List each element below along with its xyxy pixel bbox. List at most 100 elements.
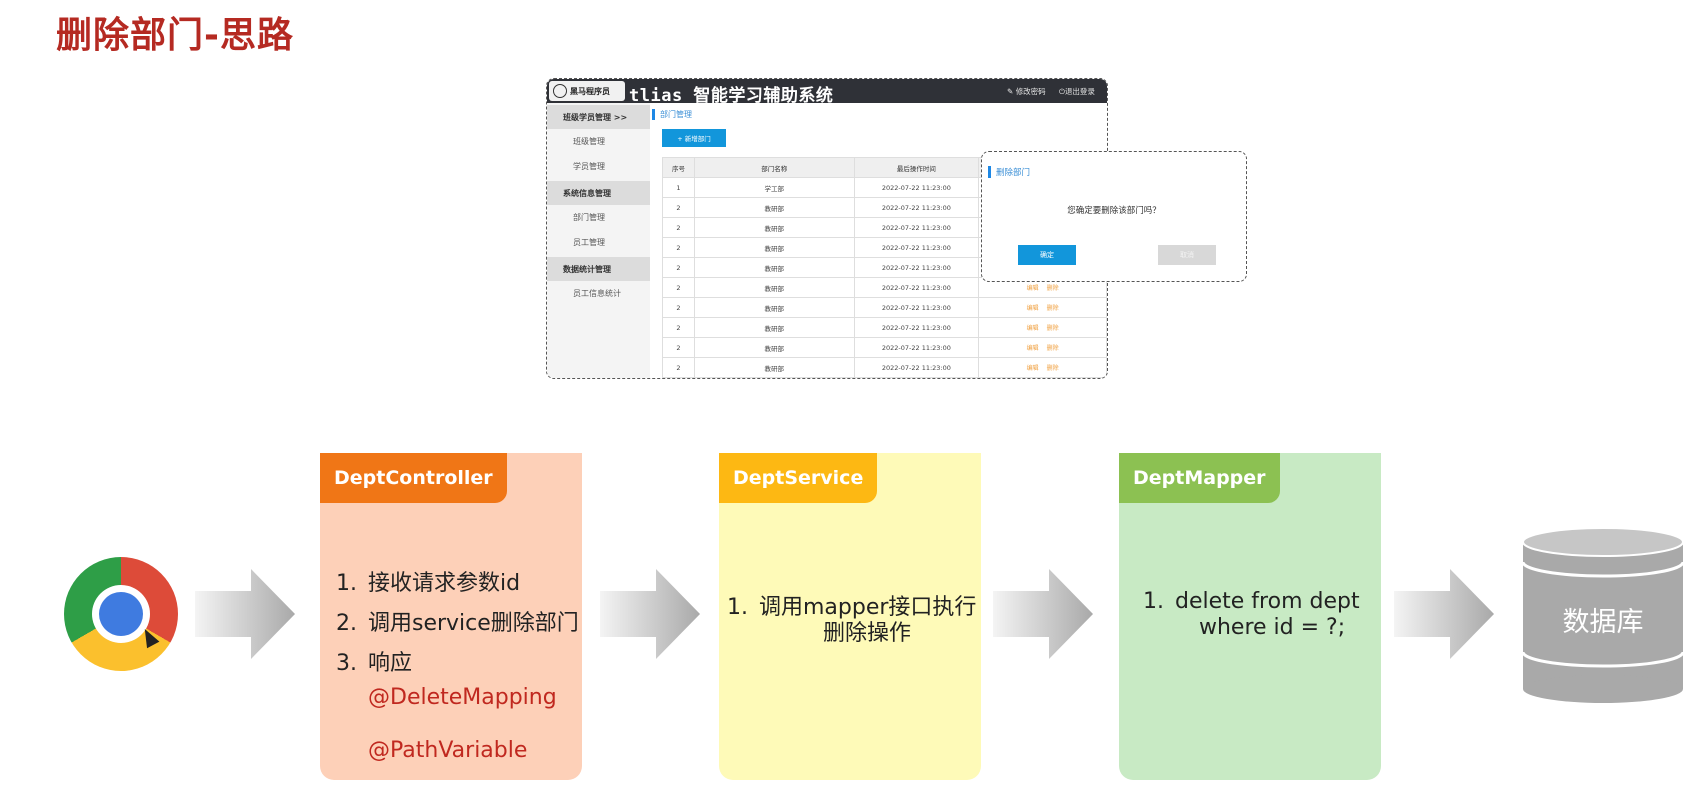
step-number: 1. xyxy=(727,595,748,620)
horse-logo-icon xyxy=(553,84,567,98)
delete-link[interactable]: 删除 xyxy=(1046,285,1059,292)
mapper-step-1-cont: where id = ?; xyxy=(1199,615,1346,640)
sidebar-group[interactable]: 数据统计管理 xyxy=(547,257,650,281)
logout-link[interactable]: ⏻退出登录 xyxy=(1059,86,1095,97)
table-cell: 2022-07-22 11:23:00 xyxy=(853,217,980,238)
row-actions: 编辑删除 xyxy=(978,297,1107,318)
controller-step-2: 2. 调用service删除部门 xyxy=(336,605,579,637)
table-cell: 教研部 xyxy=(693,217,855,238)
sidebar-group[interactable]: 系统信息管理 xyxy=(547,181,650,205)
edit-link[interactable]: 编辑 xyxy=(1026,305,1039,312)
arrow-right-icon xyxy=(195,569,295,659)
sidebar-item[interactable]: 学员管理 xyxy=(573,162,605,171)
page-title: 删除部门-思路 xyxy=(56,15,294,56)
edit-link[interactable]: 编辑 xyxy=(1026,365,1039,372)
step-number: 2. xyxy=(336,611,357,636)
sidebar-item[interactable]: 部门管理 xyxy=(573,213,605,222)
confirm-button[interactable]: 确定 xyxy=(1018,245,1076,265)
controller-card: DeptController 1. 接收请求参数id 2. 调用service删除部… xyxy=(320,453,582,780)
mapper-tab: DeptMapper xyxy=(1119,453,1280,503)
table-cell: 2022-07-22 11:23:00 xyxy=(853,317,980,338)
logout-label: 退出登录 xyxy=(1064,87,1095,96)
table-cell: 2022-07-22 11:23:00 xyxy=(853,297,980,318)
col-header-name: 部门名称 xyxy=(693,157,855,178)
row-actions: 编辑删除 xyxy=(978,337,1107,358)
step-text: 调用mapper接口执行 xyxy=(759,595,977,620)
table-cell: 教研部 xyxy=(693,197,855,218)
app-screenshot: 黑马程序员 tlias 智能学习辅助系统 ✎ 修改密码 ⏻退出登录 班级学员管理… xyxy=(546,78,1108,379)
sidebar-item[interactable]: 员工管理 xyxy=(573,238,605,247)
sidebar-item[interactable]: 员工信息统计 xyxy=(573,289,621,298)
table-cell: 2 xyxy=(662,357,695,378)
table-cell: 1 xyxy=(662,177,695,198)
table-cell: 学工部 xyxy=(693,177,855,198)
table-cell: 教研部 xyxy=(693,257,855,278)
database-label: 数据库 xyxy=(1562,607,1644,638)
step-text: 响应 xyxy=(368,651,413,676)
database-icon xyxy=(1523,528,1683,703)
dialog-title: 删除部门 xyxy=(988,166,1030,178)
table-cell: 2022-07-22 11:23:00 xyxy=(853,197,980,218)
col-header-index: 序号 xyxy=(662,157,695,178)
delete-dialog: 删除部门 您确定要删除该部门吗？ 确定 取消 xyxy=(981,151,1247,282)
dialog-message: 您确定要删除该部门吗？ xyxy=(1067,206,1161,216)
breadcrumb: 部门管理 xyxy=(652,109,692,120)
step-text: 调用service删除部门 xyxy=(368,611,579,636)
edit-link[interactable]: 编辑 xyxy=(1026,345,1039,352)
controller-step-1: 1. 接收请求参数id xyxy=(336,565,520,597)
delete-link[interactable]: 删除 xyxy=(1046,325,1059,332)
step-number: 1. xyxy=(336,571,357,596)
table-cell: 2 xyxy=(662,277,695,298)
edit-link[interactable]: 编辑 xyxy=(1026,285,1039,292)
controller-step-3: 3. 响应 xyxy=(336,645,412,677)
table-cell: 教研部 xyxy=(693,277,855,298)
add-dept-button[interactable]: + 新增部门 xyxy=(662,129,726,147)
mapper-card: DeptMapper 1.delete from dept where id =… xyxy=(1119,453,1381,780)
col-header-time: 最后操作时间 xyxy=(853,157,980,178)
table-cell: 2022-07-22 11:23:00 xyxy=(853,357,980,378)
logo-text: 黑马程序员 xyxy=(570,86,610,96)
delete-link[interactable]: 删除 xyxy=(1046,305,1059,312)
service-tab: DeptService xyxy=(719,453,878,503)
mapper-step-1: 1.delete from dept xyxy=(1143,589,1360,614)
table-cell: 2022-07-22 11:23:00 xyxy=(853,237,980,258)
service-card: DeptService 1.调用mapper接口执行 删除操作 xyxy=(719,453,981,780)
row-actions: 编辑删除 xyxy=(978,357,1107,378)
controller-tab: DeptController xyxy=(320,453,507,503)
delete-link[interactable]: 删除 xyxy=(1046,345,1059,352)
arrow-right-icon xyxy=(1394,569,1494,659)
change-password-label: 修改密码 xyxy=(1015,87,1046,96)
app-title: tlias 智能学习辅助系统 xyxy=(629,86,834,106)
logo: 黑马程序员 xyxy=(549,81,625,101)
cancel-button[interactable]: 取消 xyxy=(1158,245,1216,265)
service-step-1: 1. 调用mapper接口执行 xyxy=(727,589,976,621)
power-icon: ⏻ xyxy=(1059,87,1065,96)
table-cell: 2022-07-22 11:23:00 xyxy=(853,277,980,298)
sidebar-item[interactable]: 班级管理 xyxy=(573,137,605,146)
table-cell: 2 xyxy=(662,337,695,358)
table-cell: 2022-07-22 11:23:00 xyxy=(853,257,980,278)
edit-link[interactable]: 编辑 xyxy=(1026,325,1039,332)
table-cell: 教研部 xyxy=(693,357,855,378)
pencil-icon: ✎ xyxy=(1007,87,1014,96)
table-cell: 2 xyxy=(662,317,695,338)
arrow-right-icon xyxy=(600,569,700,659)
sidebar-group[interactable]: 班级学员管理 >> xyxy=(547,105,650,129)
table-cell: 2 xyxy=(662,197,695,218)
delete-link[interactable]: 删除 xyxy=(1046,365,1059,372)
app-header: 黑马程序员 tlias 智能学习辅助系统 ✎ 修改密码 ⏻退出登录 xyxy=(547,79,1107,106)
change-password-link[interactable]: ✎ 修改密码 xyxy=(1007,86,1046,97)
step-text: 接收请求参数id xyxy=(368,571,521,596)
table-cell: 教研部 xyxy=(693,317,855,338)
table-cell: 教研部 xyxy=(693,297,855,318)
table-cell: 教研部 xyxy=(693,337,855,358)
table-cell: 2 xyxy=(662,257,695,278)
chrome-icon xyxy=(64,557,178,671)
step-number: 3. xyxy=(336,651,357,676)
annotation-delete-mapping: @DeleteMapping xyxy=(368,685,557,710)
step-number: 1. xyxy=(1143,589,1164,614)
